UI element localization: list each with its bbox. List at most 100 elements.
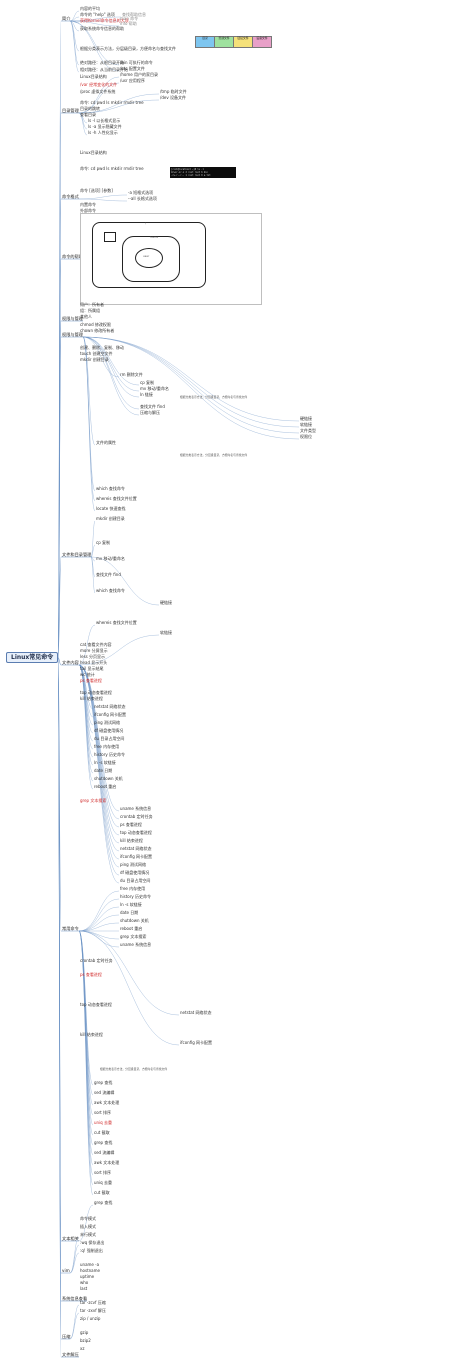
leaf[interactable]: du 目录占用空间 bbox=[120, 878, 151, 883]
leaf[interactable]: date 日期 bbox=[94, 768, 113, 773]
leaf[interactable]: uname -a bbox=[80, 1262, 100, 1267]
leaf[interactable]: bzip2 bbox=[80, 1338, 91, 1343]
leaf[interactable]: history 历史命令 bbox=[120, 894, 152, 899]
leaf[interactable]: 目录的跳转 bbox=[80, 106, 100, 111]
category-vim[interactable]: vim bbox=[62, 1268, 70, 1273]
category-extract[interactable]: 文件解压 bbox=[62, 1352, 79, 1357]
leaf[interactable]: free 内存使用 bbox=[120, 886, 146, 891]
leaf[interactable]: 权限位 bbox=[300, 434, 312, 439]
category-common-commands[interactable]: 常用命令 bbox=[62, 926, 79, 931]
leaf[interactable]: top 动态查看进程 bbox=[120, 830, 152, 835]
leaf[interactable]: df 磁盘使用情况 bbox=[94, 728, 124, 733]
leaf[interactable]: 软链接 bbox=[300, 422, 312, 427]
leaf[interactable]: more 分屏显示 bbox=[80, 648, 108, 653]
leaf[interactable]: cat 查看文件内容 bbox=[80, 642, 112, 647]
leaf[interactable]: cp 复制 bbox=[96, 540, 111, 545]
leaf[interactable]: 查找帮助信息 bbox=[122, 12, 146, 17]
leaf[interactable]: 创建、删除、复制、移动 bbox=[80, 345, 124, 350]
leaf[interactable]: tail 显示结尾 bbox=[80, 666, 104, 671]
leaf[interactable]: sort 排序 bbox=[94, 1170, 112, 1175]
leaf[interactable]: 外部命令 bbox=[80, 208, 96, 213]
leaf[interactable]: last bbox=[80, 1286, 88, 1291]
leaf[interactable]: :q! 强制退出 bbox=[80, 1248, 103, 1253]
category-compress[interactable]: 压缩 bbox=[62, 1334, 71, 1339]
category-system-info[interactable]: 系统信息查看 bbox=[62, 1296, 88, 1301]
leaf[interactable]: 软链接 bbox=[160, 630, 172, 635]
leaf[interactable]: history 历史命令 bbox=[94, 752, 126, 757]
leaf[interactable]: head 显示开头 bbox=[80, 660, 108, 665]
leaf[interactable]: grep 查找 bbox=[94, 1200, 113, 1205]
leaf[interactable]: 命令: cd pwd ls mkdir rmdir tree bbox=[80, 100, 144, 105]
leaf[interactable]: ifconfig 网卡配置 bbox=[180, 1040, 213, 1045]
leaf[interactable]: locate 快速查找 bbox=[96, 506, 126, 511]
leaf[interactable]: -a 短格式选项 bbox=[128, 190, 154, 195]
leaf[interactable]: 命令: cd pwd ls mkdir rmdir tree bbox=[80, 166, 144, 171]
leaf[interactable]: uname 系统信息 bbox=[120, 942, 152, 947]
leaf[interactable]: 绝对路径：从根目录开始 bbox=[80, 60, 124, 65]
category-help[interactable]: 命令的帮助 bbox=[62, 254, 83, 259]
leaf[interactable]: 命令的 "help" 选项 bbox=[80, 12, 115, 17]
leaf[interactable]: 组：所属组 bbox=[80, 308, 100, 313]
leaf[interactable]: date 日期 bbox=[120, 910, 139, 915]
leaf[interactable]: Linux目录结构 bbox=[80, 74, 107, 79]
leaf[interactable]: info 帮助 bbox=[120, 21, 137, 26]
leaf[interactable]: 内置命令 bbox=[80, 202, 96, 207]
leaf[interactable]: 文件类型 bbox=[300, 428, 316, 433]
leaf[interactable]: zip / unzip bbox=[80, 1316, 101, 1321]
leaf[interactable]: cut 截取 bbox=[94, 1130, 110, 1135]
leaf[interactable]: 压缩与解压 bbox=[140, 410, 160, 415]
leaf[interactable]: reboot 重启 bbox=[120, 926, 143, 931]
leaf[interactable]: gzip bbox=[80, 1330, 89, 1335]
leaf[interactable]: ls -h 人性化显示 bbox=[88, 130, 118, 135]
leaf[interactable]: /tmp 临时文件 bbox=[160, 89, 187, 94]
leaf[interactable]: 插入模式 bbox=[80, 1224, 96, 1229]
leaf[interactable]: top 动态查看进程 bbox=[80, 1002, 112, 1007]
leaf[interactable]: 查看目录 bbox=[80, 112, 96, 117]
leaf[interactable]: 硬链接 bbox=[160, 600, 172, 605]
leaf[interactable]: 查找文件 find bbox=[96, 572, 121, 577]
leaf[interactable]: ps 查看进程 bbox=[120, 822, 142, 827]
category-file-management[interactable]: 文件和目录管理 bbox=[62, 552, 92, 557]
category-text[interactable]: 文本相关 bbox=[62, 1236, 79, 1241]
leaf[interactable]: /usr 应用程序 bbox=[120, 78, 145, 83]
leaf[interactable]: grep 查找 bbox=[94, 1080, 113, 1085]
leaf[interactable]: ls -l 以长格式显示 bbox=[88, 118, 121, 123]
leaf[interactable]: --all 长格式选项 bbox=[128, 196, 157, 201]
leaf[interactable]: sed 流编辑 bbox=[94, 1150, 115, 1155]
leaf[interactable]: kill 结束进程 bbox=[120, 838, 143, 843]
leaf[interactable]: chown 修改所有者 bbox=[80, 328, 115, 333]
leaf[interactable]: cp 复制 bbox=[140, 380, 155, 385]
leaf[interactable]: reboot 重启 bbox=[94, 784, 117, 789]
category-permissions[interactable]: 权限与管理 bbox=[62, 316, 83, 321]
leaf[interactable]: /home 用户的家目录 bbox=[120, 72, 158, 77]
leaf[interactable]: which 查找命令 bbox=[96, 588, 125, 593]
leaf[interactable]: netstat 网络状态 bbox=[94, 704, 126, 709]
leaf[interactable]: who bbox=[80, 1280, 89, 1285]
leaf[interactable]: 命令 [选项] [参数] bbox=[80, 188, 113, 193]
category-permissions-2[interactable]: 权限与管理 bbox=[62, 332, 83, 337]
leaf[interactable]: top 动态查看进程 bbox=[80, 690, 112, 695]
leaf[interactable]: /var 经常变化的文件 bbox=[80, 82, 118, 87]
leaf[interactable]: uname 系统信息 bbox=[120, 806, 152, 811]
leaf[interactable]: uptime bbox=[80, 1274, 95, 1279]
leaf[interactable]: ln -s 软链接 bbox=[120, 902, 142, 907]
leaf[interactable]: man 命令 bbox=[120, 16, 139, 21]
leaf[interactable]: /dev 设备文件 bbox=[160, 95, 186, 100]
leaf[interactable]: ping 测试网络 bbox=[120, 862, 146, 867]
leaf[interactable]: ln -s 软链接 bbox=[94, 760, 116, 765]
leaf[interactable]: ln 链接 bbox=[140, 392, 153, 397]
leaf[interactable]: grep 文本搜索 bbox=[120, 934, 147, 939]
leaf[interactable]: touch 创建空文件 bbox=[80, 351, 113, 356]
leaf[interactable]: 获得Kernel命令信息的大项 bbox=[80, 18, 129, 23]
leaf[interactable]: cut 截取 bbox=[94, 1190, 110, 1195]
leaf[interactable]: 根据分类表示方法，分层级目录，方便命名与查找文件 bbox=[80, 46, 176, 51]
leaf[interactable]: ps 查看进程 bbox=[80, 678, 102, 683]
leaf[interactable]: wc 统计 bbox=[80, 672, 95, 677]
leaf[interactable]: :wq 保存退出 bbox=[80, 1240, 105, 1245]
leaf[interactable]: kill 结束进程 bbox=[80, 696, 103, 701]
leaf[interactable]: 查找文件 find bbox=[140, 404, 165, 409]
leaf[interactable]: mv 移动/重命名 bbox=[96, 556, 125, 561]
leaf[interactable]: /proc 虚拟文件系统 bbox=[80, 89, 116, 94]
leaf[interactable]: netstat 网络状态 bbox=[120, 846, 152, 851]
leaf[interactable]: netstat 网络状态 bbox=[180, 1010, 212, 1015]
